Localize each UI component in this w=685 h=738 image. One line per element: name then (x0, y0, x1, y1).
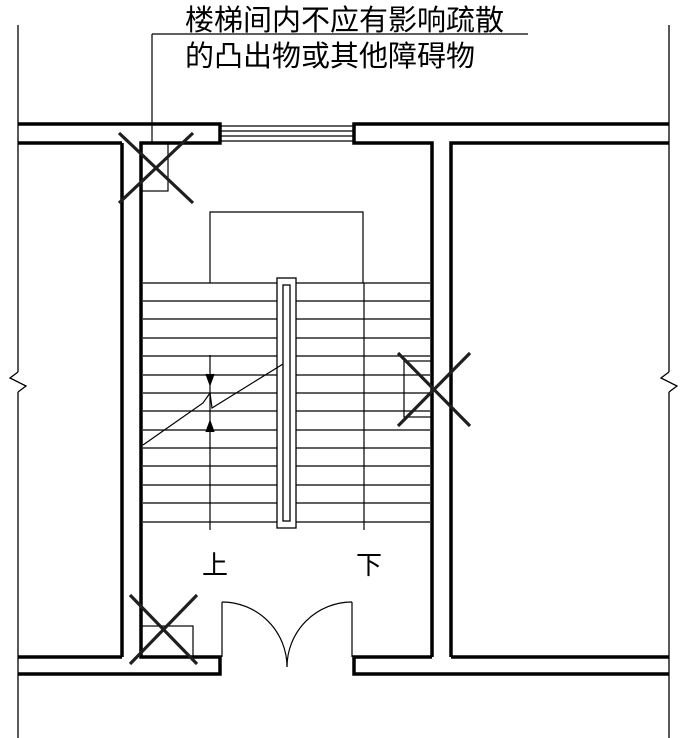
prohibition-cross-icon (396, 351, 472, 428)
window (220, 125, 354, 142)
door-swing-icon (221, 601, 288, 668)
stair-direction-lines (142, 283, 365, 530)
door-swing-icon (286, 601, 353, 668)
obstruction-note-line-2: 的凸出物或其他障碍物 (185, 39, 476, 73)
stair-down-label: 下 (356, 551, 383, 581)
obstruction-box-top-left (140, 142, 169, 192)
prohibition-cross-icon (128, 593, 199, 666)
annotation-leader (151, 33, 528, 143)
break-line-icon (8, 371, 28, 393)
right-boundary-line (659, 25, 679, 738)
obstruction-note: 楼梯间内不应有影响疏散 的凸出物或其他障碍物 (185, 2, 504, 74)
walls (18, 122, 669, 676)
stair-landing-outline (209, 211, 364, 283)
obstruction-box-right (403, 360, 433, 418)
center-handrail (276, 277, 297, 529)
stair-up-label: 上 (202, 551, 229, 581)
double-door (221, 601, 353, 668)
break-line-icon (659, 371, 679, 393)
prohibition-cross-icon (117, 131, 195, 205)
left-boundary-line (8, 25, 28, 738)
obstruction-note-line-1: 楼梯间内不应有影响疏散 (185, 3, 505, 37)
